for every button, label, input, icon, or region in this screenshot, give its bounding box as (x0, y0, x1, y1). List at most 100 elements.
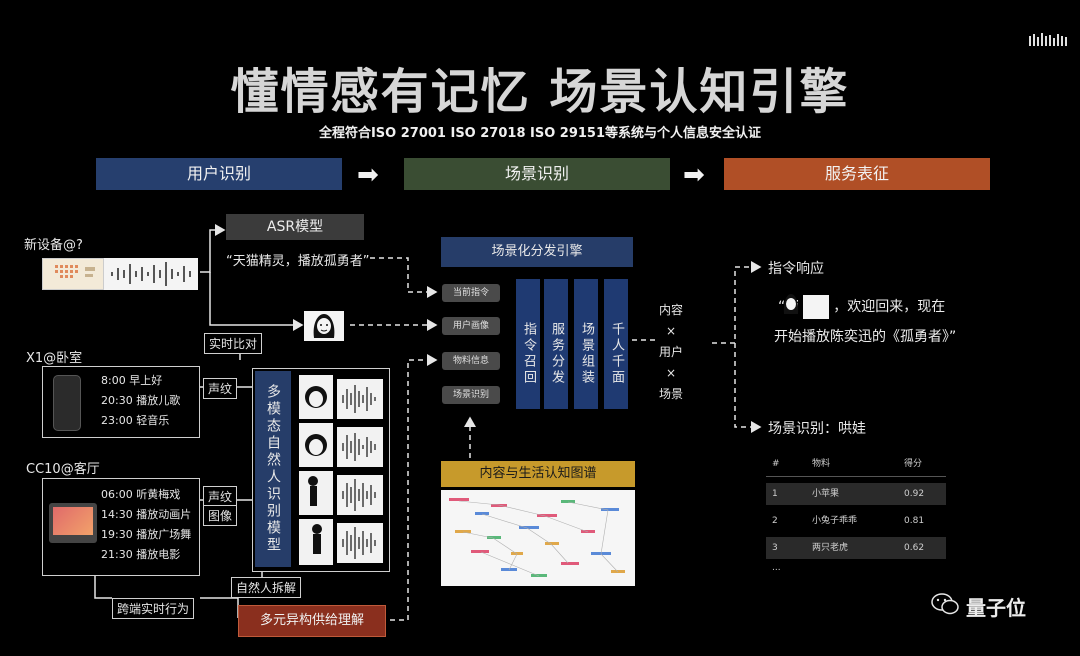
heterogeneous-supply-box: 多元异构供给理解 (238, 605, 386, 637)
scene-result-table: # 物料 得分 1 小苹果 0.92 2 小兔子乖乖 0.81 3 两只老虎 0… (766, 452, 946, 573)
response-message: “Hi ，欢迎回来，现在 开始播放陈奕迅的《孤勇者》” (774, 292, 956, 352)
table-row: 1 小苹果 0.92 (766, 483, 946, 505)
schedule-item: 播放动画片 (136, 508, 192, 521)
schedule-row: 06:00 听黄梅戏 (101, 485, 191, 505)
engine-title: 场景化分发引擎 (491, 244, 583, 259)
cc10-livingroom-label: CC10@客厅 (26, 462, 100, 477)
device-image-thumbnail (42, 258, 104, 290)
input-material-info: 物料信息 (442, 352, 500, 370)
row-index: 3 (772, 543, 778, 553)
asr-model-label: ASR模型 (266, 219, 324, 235)
row-index: 1 (772, 489, 778, 499)
table-row: 2 小兔子乖乖 0.81 (766, 510, 946, 532)
row-index: 2 (772, 516, 778, 526)
combo-content: 内容 (658, 303, 683, 317)
knowledge-graph-image (441, 490, 635, 586)
response-line-1: “Hi ，欢迎回来，现在 (778, 292, 956, 322)
x1-schedule: 8:00 早上好 20:30 播放儿歌 23:00 轻音乐 (101, 371, 180, 431)
row-material: 小苹果 (812, 489, 840, 499)
asr-model-box: ASR模型 (226, 214, 364, 240)
schedule-item: 播放电影 (136, 548, 181, 561)
schedule-time: 8:00 (101, 374, 126, 387)
watermark: 量子位 (930, 592, 1026, 621)
engine-col-scene-assembly: 场景组装 (574, 279, 598, 409)
combo-scene: 场景 (658, 387, 683, 401)
speaker-icon (53, 375, 81, 431)
schedule-item: 轻音乐 (136, 414, 170, 427)
row-material: 两只老虎 (812, 543, 849, 553)
combo-times: × (665, 324, 677, 338)
combo-user: 用户 (658, 345, 683, 359)
stage-service-representation: 服务表征 (724, 158, 990, 190)
face-grid-icon (299, 375, 385, 567)
waveform-icon (104, 258, 198, 290)
engine-col-service-dispatch: 服务分发 (544, 279, 568, 409)
multimodal-model-title: 多模态自然人识别模型 (255, 371, 291, 567)
input-scene-recognition: 场景识别 (442, 386, 500, 404)
knowledge-graph-title: 内容与生活认知图谱 (441, 461, 635, 487)
scene-result-label: 场景识别：哄娃 (768, 421, 866, 437)
heterogeneous-supply-label: 多元异构供给理解 (259, 613, 364, 628)
schedule-row: 20:30 播放儿歌 (101, 391, 180, 411)
arrow-right-icon: ➡ (357, 160, 379, 190)
row-score: 0.81 (904, 516, 925, 526)
schedule-item: 听黄梅戏 (136, 488, 181, 501)
engine-title-box: 场景化分发引擎 (441, 237, 633, 267)
row-score: 0.92 (904, 489, 925, 499)
cc10-device-panel: 06:00 听黄梅戏 14:30 播放动画片 19:30 播放广场舞 21:30… (42, 478, 200, 576)
stage-scene-recognition: 场景识别 (404, 158, 670, 190)
asr-quote: “天猫精灵，播放孤勇者” (226, 254, 370, 269)
schedule-time: 21:30 (101, 548, 133, 561)
realtime-compare-tag: 实时比对 (204, 333, 263, 354)
table-row: 3 两只老虎 0.62 (766, 537, 946, 559)
wechat-icon (930, 593, 960, 619)
response-line-2: 开始播放陈奕迅的《孤勇者》” (774, 329, 957, 345)
schedule-time: 20:30 (101, 394, 133, 407)
header-index: # (772, 459, 780, 469)
schedule-row: 14:30 播放动画片 (101, 505, 191, 525)
watermark-label: 量子位 (966, 596, 1026, 620)
tablet-icon (49, 503, 97, 543)
row-material: 小兔子乖乖 (812, 516, 858, 526)
new-device-label: 新设备@? (24, 238, 83, 253)
page-title: 懂情感有记忆 场景认知引擎 (230, 64, 850, 120)
header-material: 物料 (812, 459, 831, 469)
brand-logo-icon (1028, 30, 1068, 48)
schedule-row: 19:30 播放广场舞 (101, 525, 191, 545)
combo-times: × (665, 366, 677, 380)
multimodal-model-panel: 多模态自然人识别模型 (252, 368, 390, 572)
schedule-time: 23:00 (101, 414, 133, 427)
face-icon (783, 294, 830, 319)
knowledge-graph-label: 内容与生活认知图谱 (479, 466, 597, 481)
cross-device-tag: 跨端实时行为 (112, 598, 195, 619)
x1-device-panel: 8:00 早上好 20:30 播放儿歌 23:00 轻音乐 (42, 366, 200, 438)
schedule-row: 23:00 轻音乐 (101, 411, 180, 431)
page-subtitle: 全程符合ISO 27001 ISO 27018 ISO 29151等系统与个人信… (318, 126, 762, 141)
image-tag: 图像 (203, 505, 238, 526)
input-user-profile: 用户画像 (442, 317, 500, 335)
engine-col-personalization: 千人千面 (604, 279, 628, 409)
content-user-scene-combo: 内容 × 用户 × 场景 (656, 300, 686, 405)
x1-bedroom-label: X1@卧室 (26, 351, 83, 366)
row-score: 0.62 (904, 543, 925, 553)
engine-col-command-recall: 指令召回 (516, 279, 540, 409)
schedule-time: 19:30 (101, 528, 133, 541)
voiceprint-tag: 声纹 (203, 486, 238, 507)
schedule-time: 14:30 (101, 508, 133, 521)
schedule-row: 21:30 播放电影 (101, 545, 191, 565)
schedule-row: 8:00 早上好 (101, 371, 180, 391)
schedule-item: 播放儿歌 (136, 394, 181, 407)
response-label: 指令响应 (768, 261, 824, 277)
schedule-time: 06:00 (101, 488, 133, 501)
arrow-right-icon: ➡ (683, 160, 705, 190)
cc10-schedule: 06:00 听黄梅戏 14:30 播放动画片 19:30 播放广场舞 21:30… (101, 485, 191, 565)
header-score: 得分 (904, 459, 923, 469)
schedule-item: 早上好 (129, 374, 163, 387)
natural-person-tag: 自然人拆解 (231, 577, 302, 598)
table-header: # 物料 得分 (766, 452, 946, 477)
stage-user-recognition: 用户识别 (96, 158, 342, 190)
input-current-command: 当前指令 (442, 284, 500, 302)
schedule-item: 播放广场舞 (136, 528, 192, 541)
response-welcome: ，欢迎回来，现在 (833, 299, 946, 315)
voiceprint-tag: 声纹 (203, 378, 238, 399)
